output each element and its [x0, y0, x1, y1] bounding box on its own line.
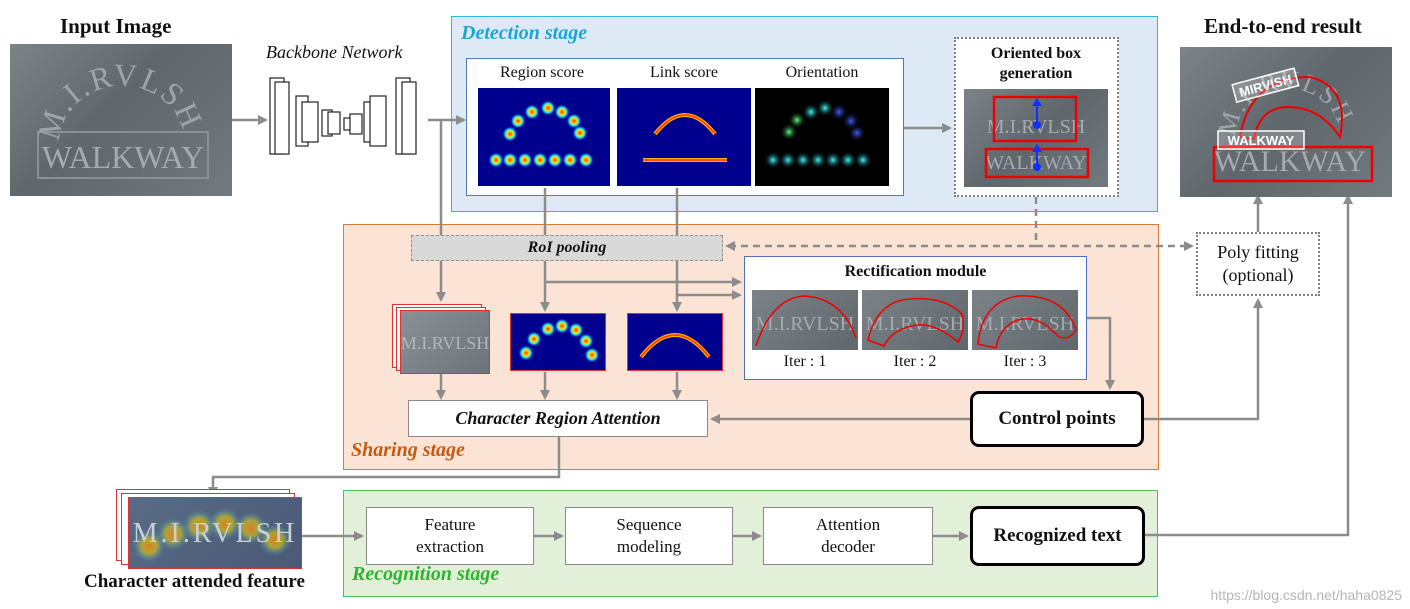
roi-feature-text: M.I.RVLSH — [401, 333, 489, 353]
sequence-modeling-line2: modeling — [616, 537, 682, 556]
character-region-attention-box: Character Region Attention — [408, 400, 708, 437]
poly-fitting-box: Poly fitting (optional) — [1196, 232, 1320, 296]
feature-extraction-line1: Feature — [424, 514, 476, 534]
attention-decoder-box: Attention decoder — [763, 507, 933, 565]
backbone-network-diagram — [269, 77, 417, 155]
iter1-text: M.I.RVLSH — [756, 313, 854, 335]
recognition-stage-label: Recognition stage — [352, 563, 500, 585]
oriented-box-title-line2: generation — [999, 65, 1073, 82]
stone-top-text: M.I.RVLSH — [30, 56, 209, 143]
oriented-box-title-line1: Oriented box — [990, 45, 1082, 62]
feature-extraction-box: Feature extraction — [366, 507, 534, 565]
end-to-end-title: End-to-end result — [1204, 14, 1362, 38]
stone-bottom-text: WALKWAY — [42, 139, 204, 175]
roi-feature-image: M.I.RVLSH — [400, 310, 490, 374]
poly-fitting-line1: Poly fitting — [1217, 241, 1299, 262]
char-attended-feature-image: M.I.RVLSH — [128, 497, 302, 569]
attention-decoder-line2: decoder — [821, 537, 875, 556]
detection-stage-label: Detection stage — [461, 22, 588, 44]
sequence-modeling-box: Sequence modeling — [565, 507, 733, 565]
iter2-text: M.I.RVLSH — [866, 313, 964, 335]
oriented-box-title: Oriented box generation — [956, 44, 1116, 84]
rectification-iter3-image: M.I.RVLSH — [972, 290, 1078, 350]
region-score-crop — [510, 313, 606, 371]
attention-decoder-line1: Attention — [815, 514, 881, 534]
end-to-end-result-image: M.I.RVLSH WALKWAY MIRVISH WALKWAY — [1180, 47, 1392, 197]
feature-extraction-line2: extraction — [416, 537, 484, 556]
watermark: https://blog.csdn.net/haha0825 — [1210, 587, 1402, 603]
svg-text:M.I.RVLSH: M.I.RVLSH — [30, 56, 211, 143]
orientation-map — [755, 88, 889, 186]
input-image-title: Input Image — [60, 14, 172, 38]
rectification-iter2-image: M.I.RVLSH — [862, 290, 968, 350]
result-bottom-text: WALKWAY — [1214, 145, 1366, 178]
result-label-walkway: WALKWAY — [1228, 133, 1295, 148]
backbone-title: Backbone Network — [266, 42, 403, 62]
iter3-label: Iter : 3 — [1003, 353, 1047, 370]
iter3-text: M.I.RVLSH — [976, 313, 1074, 335]
char-attended-title: Character attended feature — [84, 571, 305, 592]
recognized-text-box: Recognized text — [970, 506, 1145, 566]
rectification-iter1-image: M.I.RVLSH — [752, 290, 858, 350]
sequence-modeling-line1: Sequence — [616, 514, 682, 534]
control-points-box: Control points — [970, 391, 1144, 447]
rectification-title: Rectification module — [844, 263, 987, 280]
roi-feature-stack: M.I.RVLSH — [392, 304, 490, 374]
link-score-caption: Link score — [650, 64, 718, 81]
iter1-label: Iter : 1 — [783, 353, 827, 370]
oriented-box-image: M.I.RVLSH WALKWAY — [964, 89, 1108, 187]
iter2-label: Iter : 2 — [893, 353, 937, 370]
char-attended-feature-stack: M.I.RVLSH — [116, 489, 302, 569]
sharing-stage-label: Sharing stage — [351, 439, 465, 461]
link-score-crop — [627, 313, 723, 371]
link-score-map — [617, 88, 751, 186]
poly-fitting-line2: (optional) — [1222, 265, 1294, 285]
char-attended-text: M.I.RVLSH — [133, 518, 298, 549]
orientation-caption: Orientation — [785, 64, 859, 81]
region-score-caption: Region score — [500, 64, 584, 81]
roi-pooling-box: RoI pooling — [411, 235, 723, 261]
region-score-map — [478, 88, 610, 186]
input-image: M.I.RVLSH WALKWAY — [10, 44, 232, 196]
